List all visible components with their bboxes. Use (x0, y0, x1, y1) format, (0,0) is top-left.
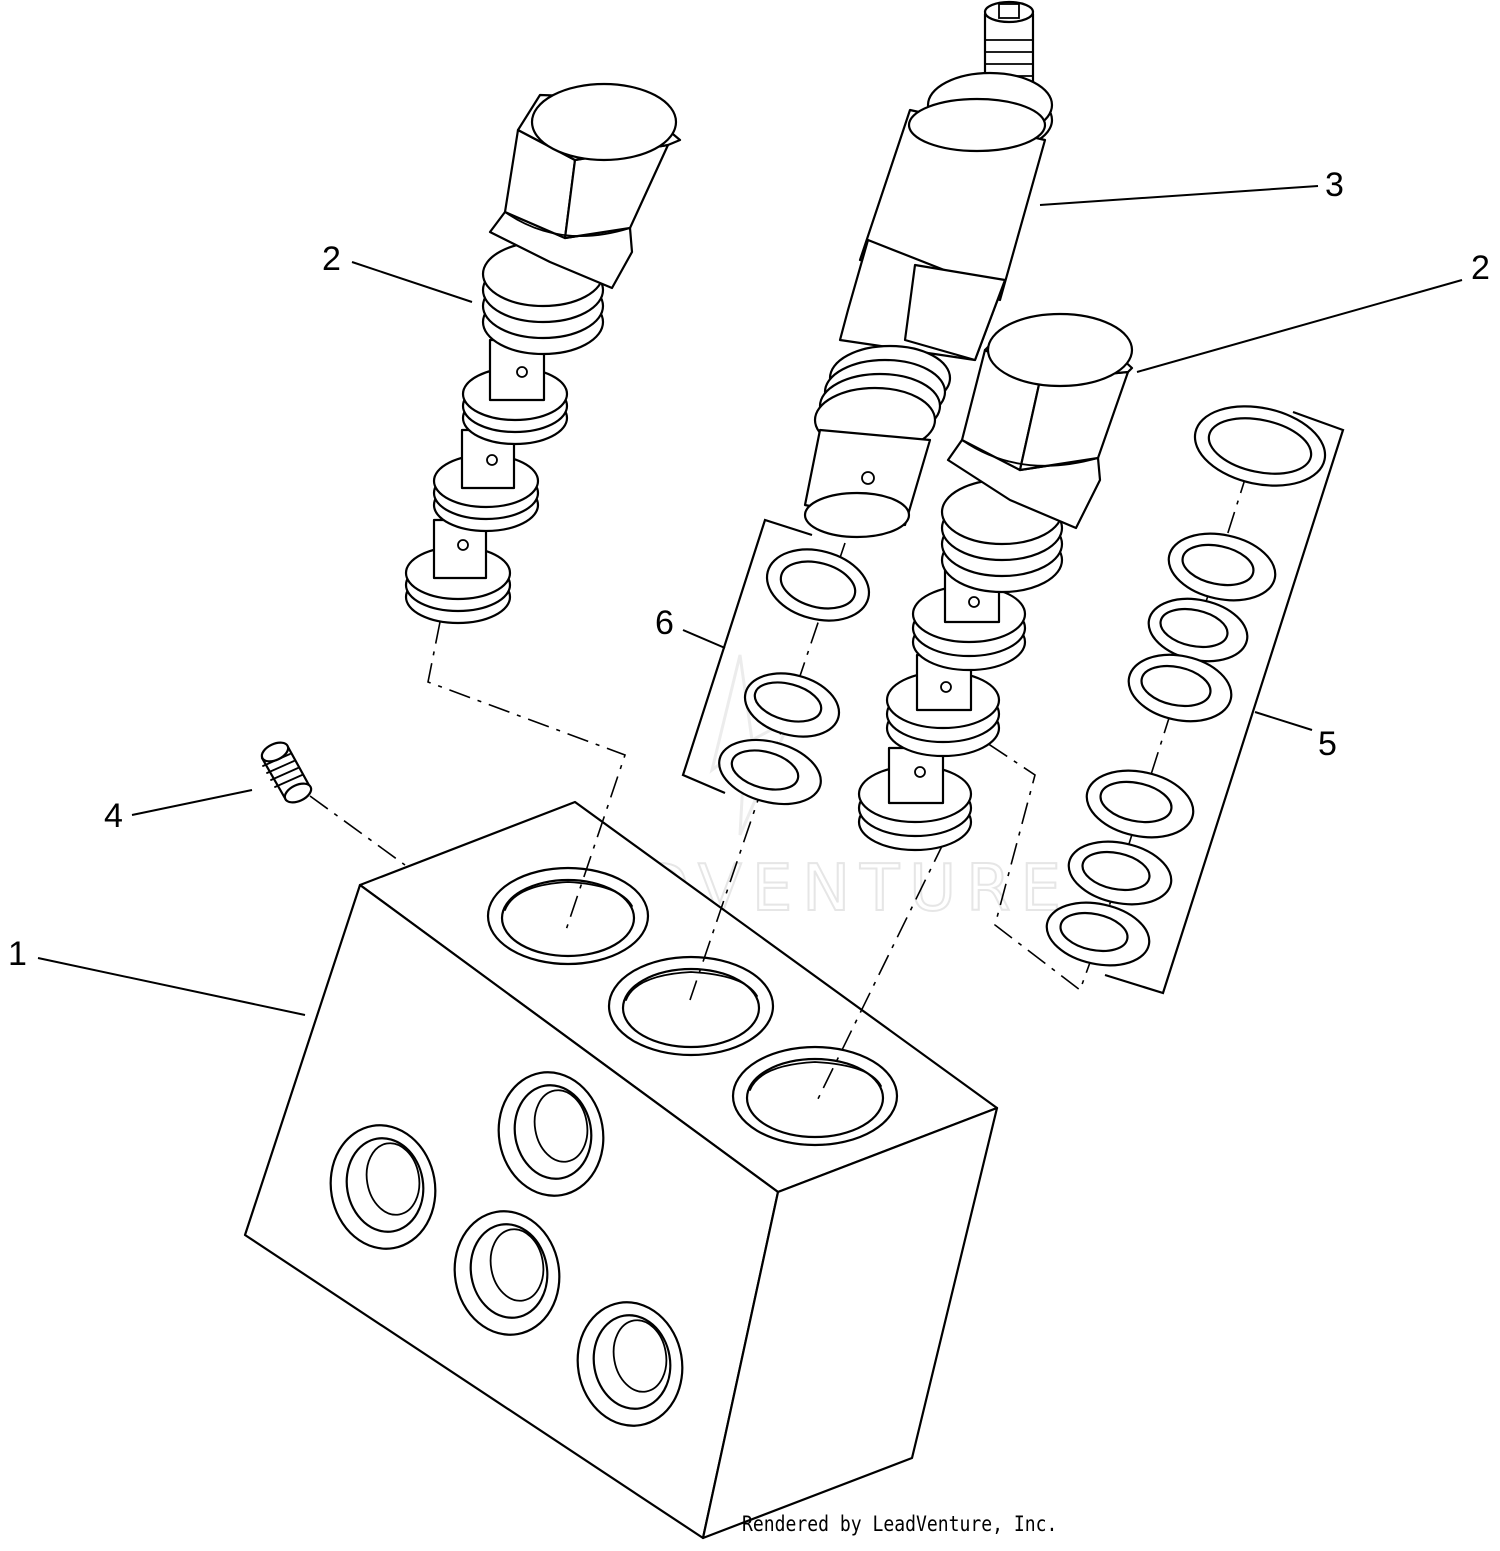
side-port-2 (497, 1071, 605, 1197)
callout-1: 1 (8, 935, 27, 973)
top-port-3 (731, 1045, 899, 1147)
seal-kit-left[interactable] (712, 539, 877, 815)
render-credit: Rendered by LeadVenture, Inc. (742, 1512, 1058, 1536)
callout-2-left: 2 (322, 240, 341, 278)
manifold-block[interactable] (243, 800, 999, 1540)
callout-4: 4 (104, 797, 123, 835)
cartridge-valve-left[interactable] (404, 82, 682, 625)
leader-lines (37, 185, 1463, 1016)
side-port-3 (453, 1210, 561, 1336)
plug[interactable] (259, 739, 314, 806)
callout-6: 6 (655, 604, 674, 642)
callout-3: 3 (1325, 166, 1344, 204)
callout-labels: 1 2 3 2 4 5 6 (8, 166, 1490, 973)
callout-5: 5 (1318, 725, 1337, 763)
block-end-face (701, 1106, 999, 1540)
cartridge-valve-right[interactable] (857, 312, 1134, 852)
side-port-4 (576, 1301, 684, 1427)
top-port-1 (486, 866, 650, 966)
side-port-1 (329, 1124, 437, 1250)
top-port-2 (607, 955, 775, 1057)
callout-2-right: 2 (1471, 249, 1490, 287)
bracket-seal-kit-right (1104, 410, 1345, 995)
seal-kit-right[interactable] (1041, 395, 1333, 974)
relief-valve[interactable] (803, 0, 1054, 539)
